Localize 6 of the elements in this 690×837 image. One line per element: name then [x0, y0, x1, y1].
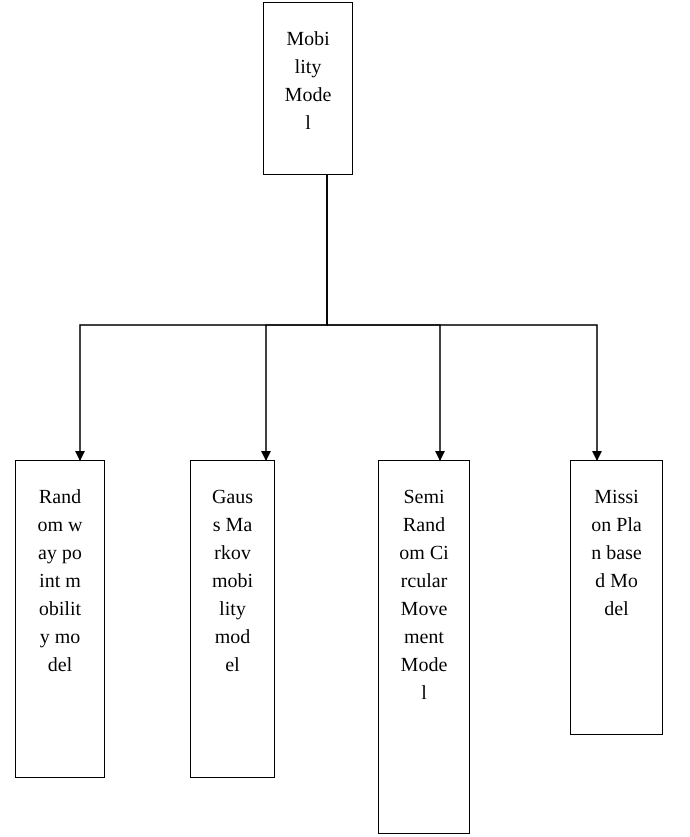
category-box: Random way point mobility model [15, 460, 105, 778]
connector-arrow [326, 175, 602, 461]
category-box: Gauss Markov mobility model [190, 460, 275, 778]
category-box: Semi Random Circular Movement Model [378, 460, 470, 834]
category-box: Mobility Model [263, 2, 353, 175]
category-box: Mission Plan based Model [570, 460, 663, 735]
